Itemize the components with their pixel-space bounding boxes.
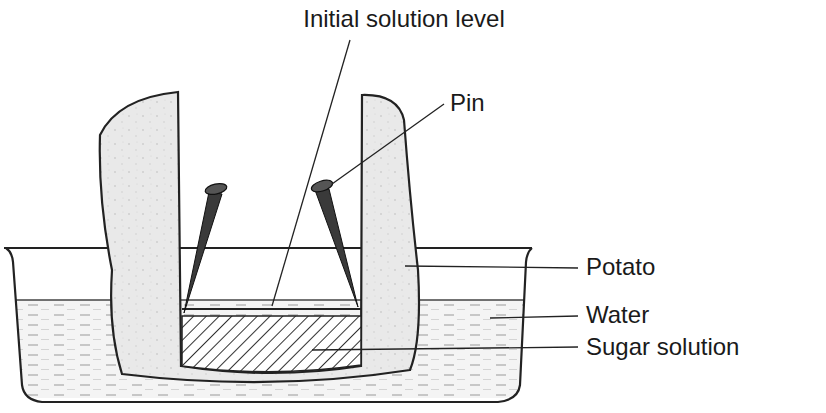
leader-line [405, 266, 578, 268]
initial-level [182, 308, 361, 310]
part-label: Sugar solution [584, 334, 741, 360]
pin-right [310, 178, 358, 307]
pin-left [184, 182, 228, 313]
water-surface [16, 299, 524, 301]
part-label: Initial solution level [301, 6, 506, 32]
part-label: Water [584, 302, 651, 328]
leader-line [332, 104, 444, 184]
part-label: Potato [584, 254, 657, 280]
leader-line [272, 40, 350, 306]
potato [100, 92, 419, 382]
part-label: Pin [448, 90, 487, 116]
leader-line [312, 347, 578, 350]
leader-line [490, 316, 578, 318]
sugar-solution [182, 316, 361, 372]
